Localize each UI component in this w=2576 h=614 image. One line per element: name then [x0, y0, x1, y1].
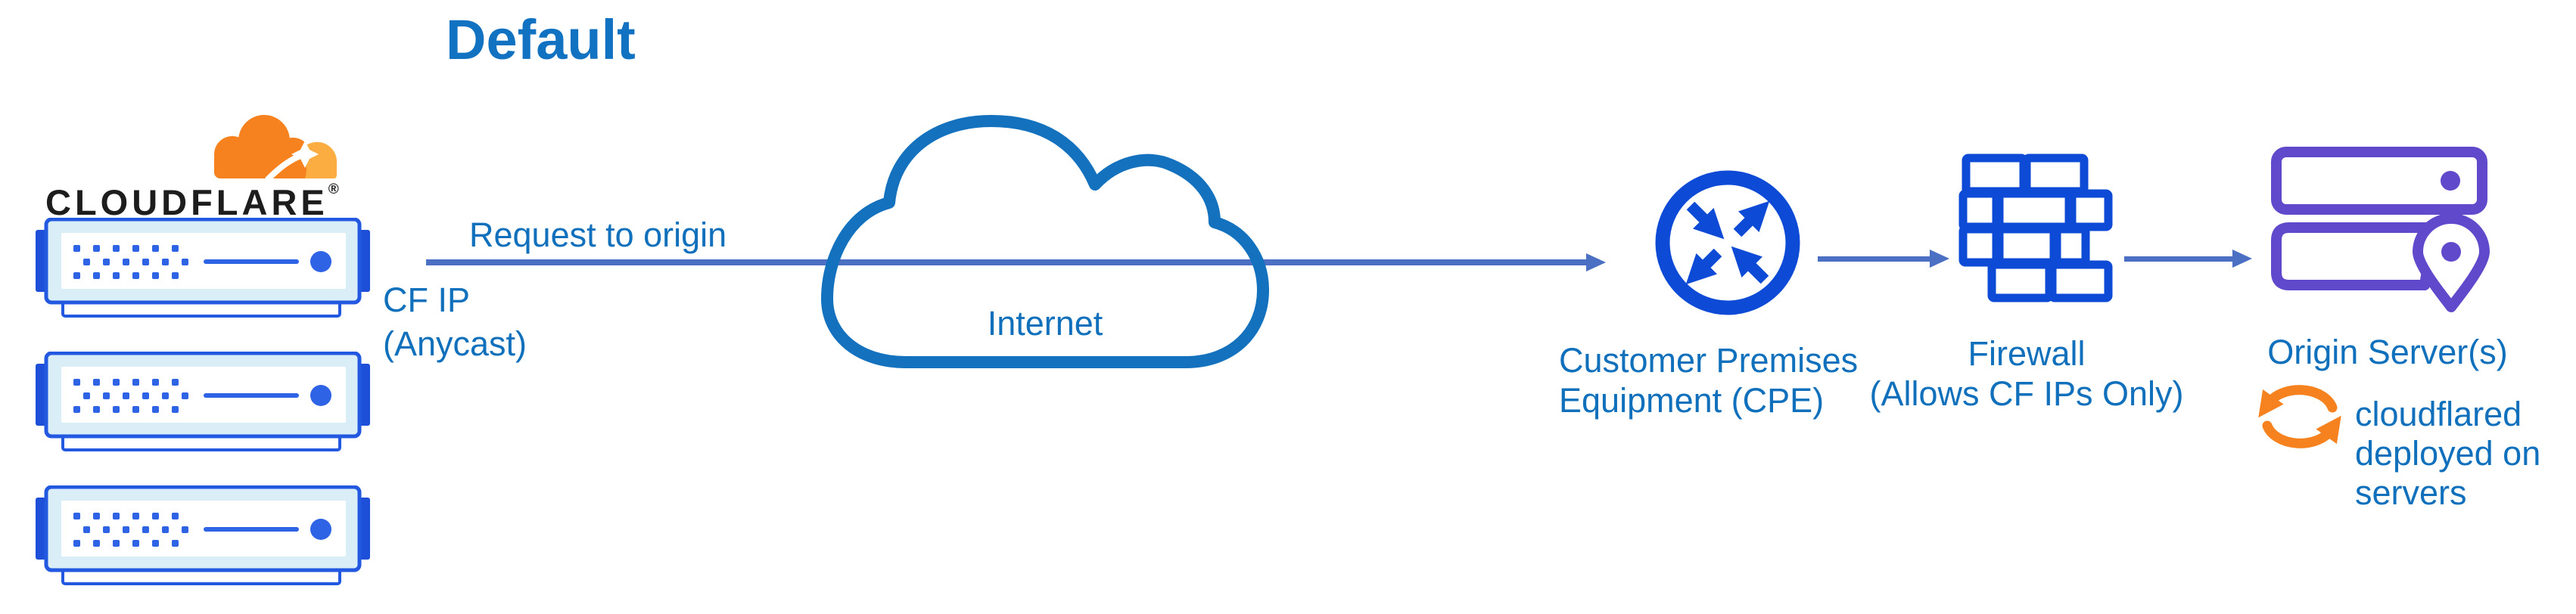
edge-server-rack	[36, 485, 370, 585]
cf-ip-line2: (Anycast)	[383, 324, 527, 363]
cloudflare-wordmark: CLOUDFLARE®	[45, 181, 339, 223]
registered-mark: ®	[328, 181, 339, 197]
cloudflared-sync-icon	[2258, 385, 2341, 448]
firewall-line1: Firewall	[1968, 334, 2086, 373]
edge-server-rack	[36, 352, 370, 451]
arrow-firewall-to-origin-line	[2124, 256, 2234, 262]
wordmark-text: CLOUDFLARE	[45, 182, 328, 222]
cf-ip-anycast-label: CF IP (Anycast)	[383, 278, 527, 366]
arrow-firewall-to-origin-head-icon	[2232, 250, 2252, 268]
request-to-origin-label: Request to origin	[469, 216, 727, 254]
internet-label: Internet	[987, 304, 1103, 343]
origin-servers-icon	[2271, 147, 2490, 312]
cloudflared-line3: servers	[2355, 473, 2467, 512]
cloudflare-logo-icon	[214, 115, 337, 180]
edge-server-rack	[36, 218, 370, 318]
origin-servers-label: Origin Server(s)	[2267, 333, 2508, 371]
firewall-line2: (Allows CF IPs Only)	[1869, 374, 2184, 413]
page-title: Default	[446, 8, 636, 71]
cpe-router-icon	[1655, 170, 1800, 315]
request-arrow-head-icon	[1586, 253, 1606, 271]
arrow-cpe-to-firewall-line	[1818, 256, 1931, 262]
request-arrow-line	[426, 259, 1589, 265]
arrow-cpe-to-firewall-head-icon	[1930, 250, 1949, 268]
cpe-line1: Customer Premises	[1559, 341, 1859, 380]
firewall-label: Firewall(Allows CF IPs Only)	[1830, 333, 2223, 414]
internet-cloud-icon	[821, 115, 1269, 368]
cpe-line2: Equipment (CPE)	[1559, 381, 1825, 420]
firewall-brick-icon	[1958, 154, 2113, 302]
cloudflared-line1: cloudflared	[2355, 395, 2522, 433]
cf-ip-line1: CF IP	[383, 281, 471, 319]
cloudflared-line2: deployed on	[2355, 434, 2541, 473]
